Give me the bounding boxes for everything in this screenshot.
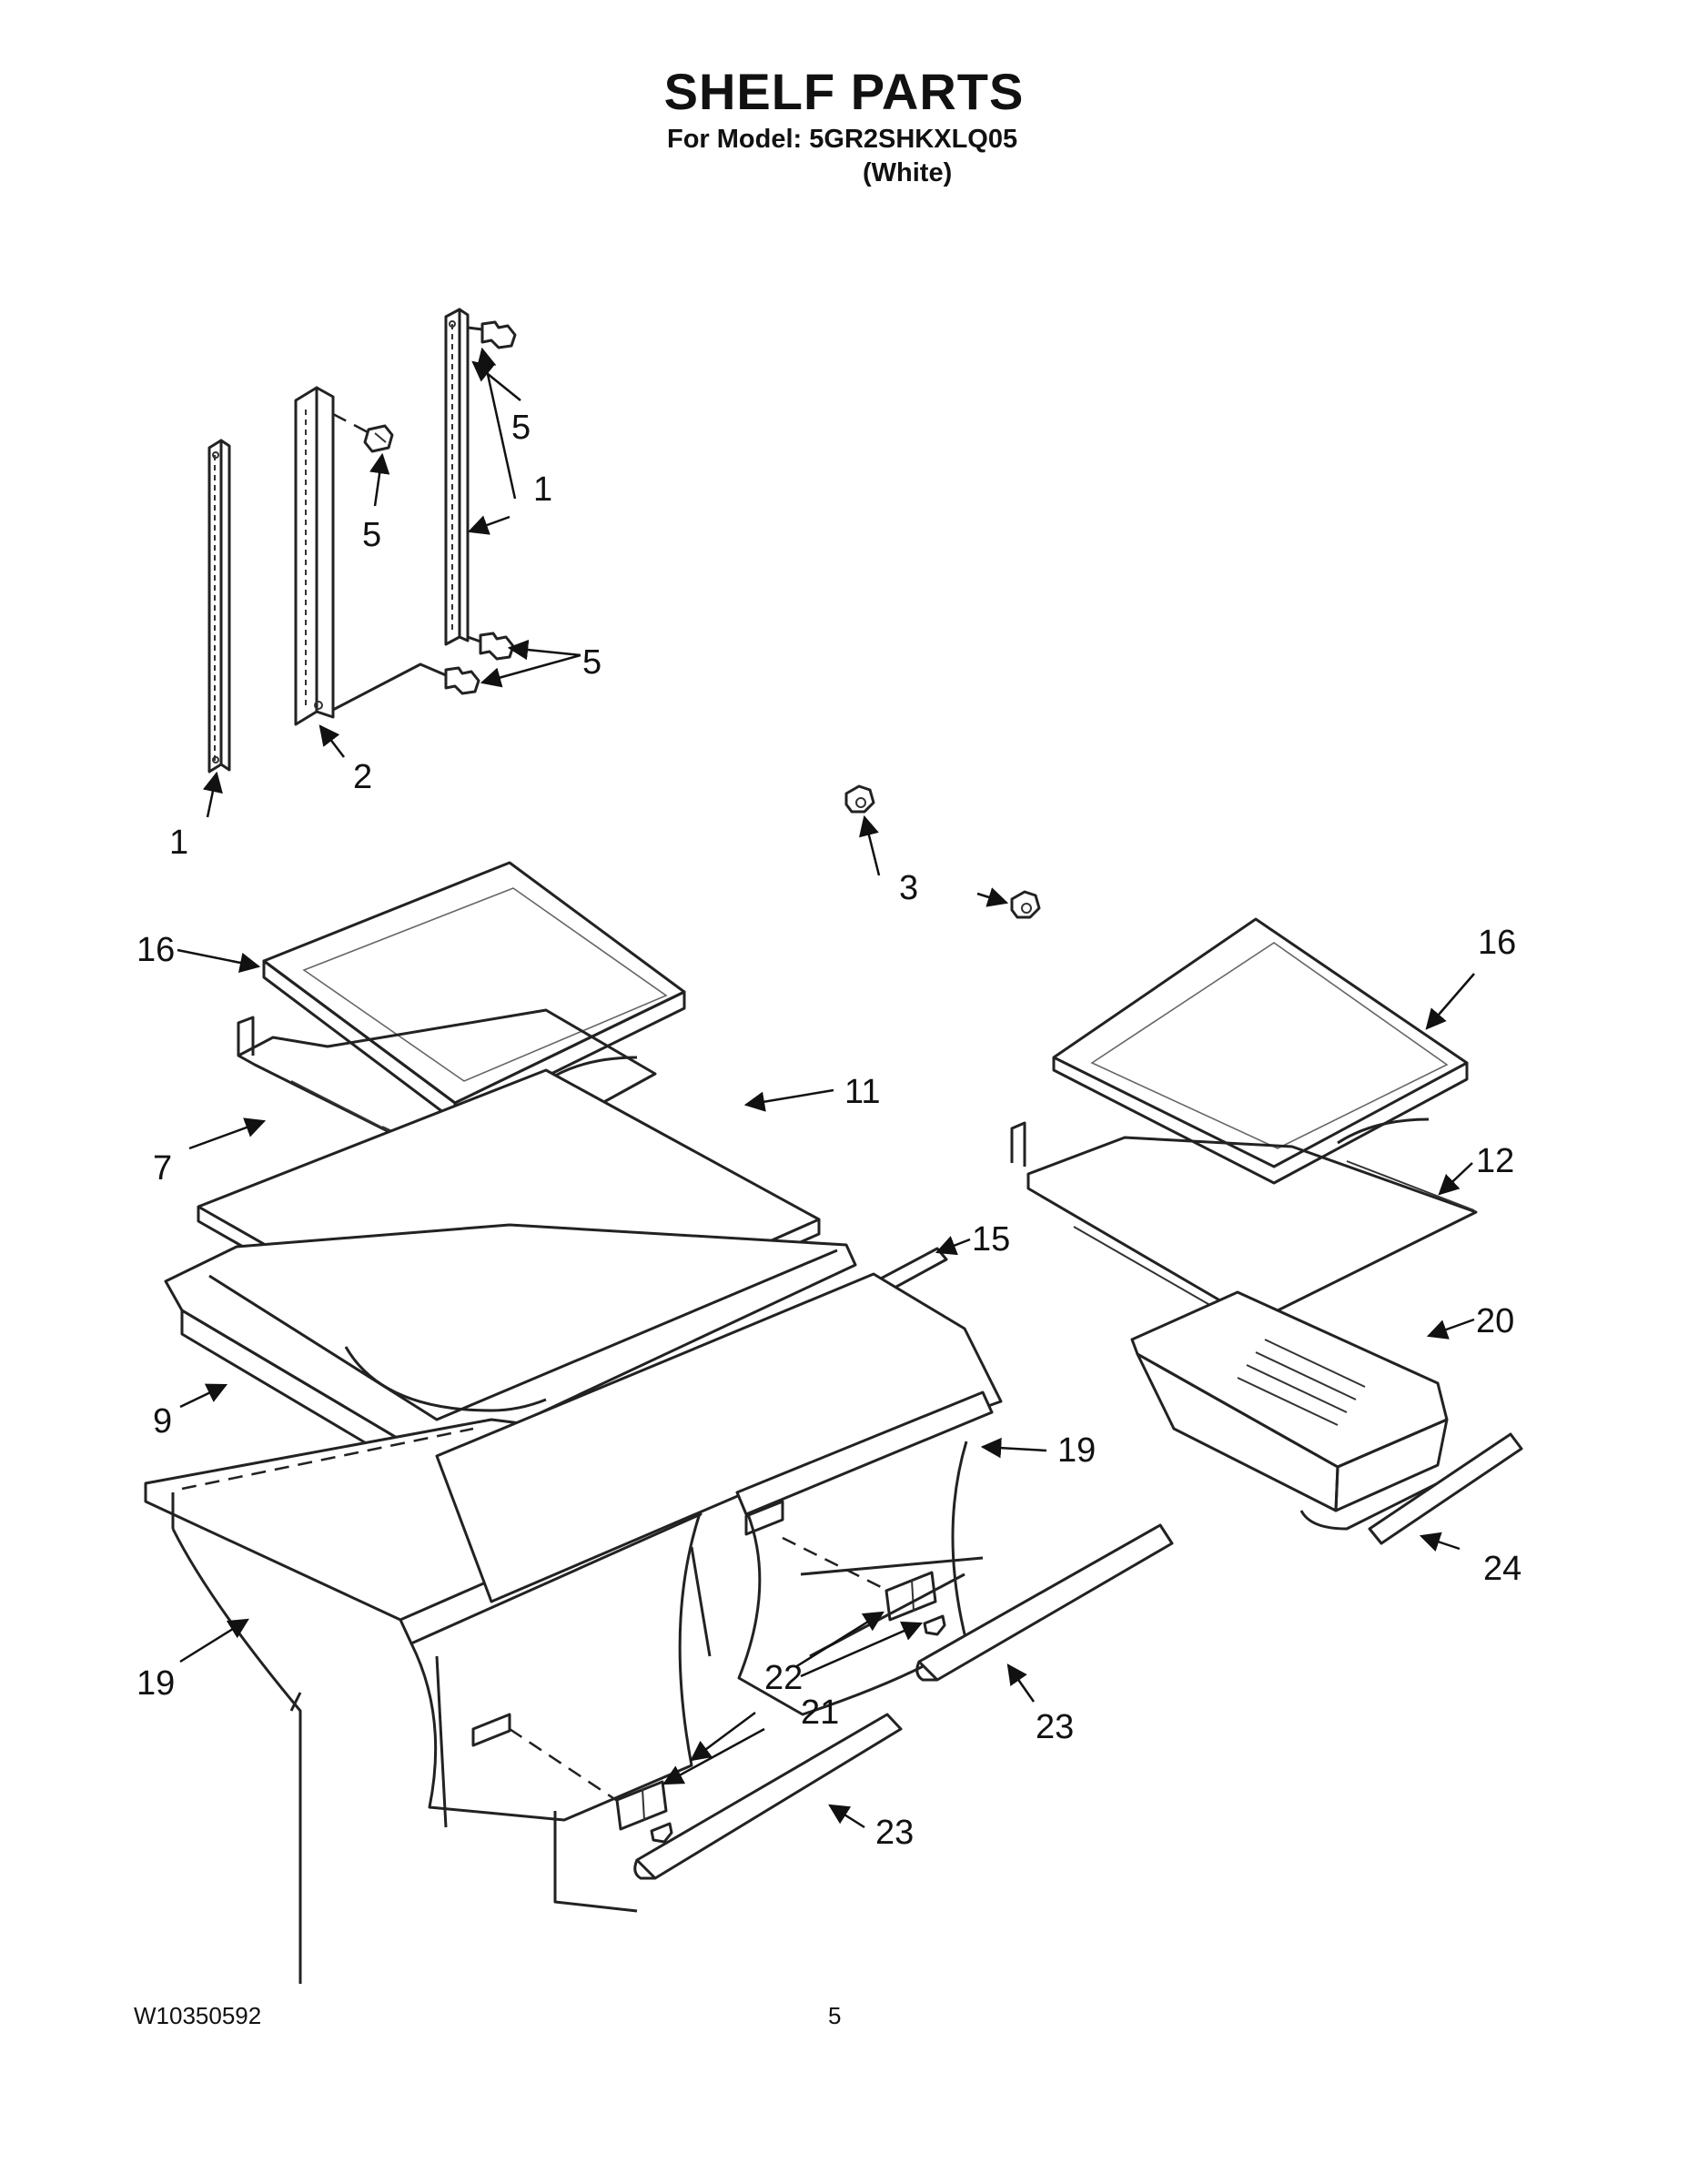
callout-22: 22 bbox=[764, 1659, 803, 1697]
shelf-frame-right bbox=[1010, 1121, 1478, 1323]
deli-drawer-trim bbox=[1368, 1432, 1523, 1545]
callout-16: 16 bbox=[136, 931, 175, 969]
drawer-slide-left bbox=[615, 1780, 668, 1831]
screw bbox=[467, 632, 515, 661]
callout-9: 9 bbox=[153, 1402, 172, 1441]
callout-2: 2 bbox=[353, 758, 372, 796]
drawer-trim-lower bbox=[633, 1713, 903, 1880]
model-color: (White) bbox=[863, 158, 953, 187]
drawer-clip-left bbox=[650, 1822, 673, 1844]
shelf-stop bbox=[844, 784, 875, 814]
document-number: W10350592 bbox=[134, 2002, 262, 2029]
callout-11: 11 bbox=[844, 1073, 880, 1111]
shelf-support-rail-right bbox=[444, 308, 470, 646]
drawer-clip-right bbox=[923, 1614, 946, 1636]
callout-24: 24 bbox=[1483, 1550, 1521, 1588]
shelf-stop bbox=[1010, 890, 1041, 919]
callout-19: 19 bbox=[136, 1664, 175, 1703]
callout-1: 1 bbox=[533, 470, 552, 509]
callout-7: 7 bbox=[153, 1149, 172, 1188]
crisper-drawer-right bbox=[435, 1272, 1003, 1716]
callout-5: 5 bbox=[511, 409, 531, 447]
screw bbox=[467, 320, 517, 349]
callout-20: 20 bbox=[1476, 1302, 1514, 1340]
crisper-cover-frame bbox=[164, 1223, 857, 1487]
callout-1: 1 bbox=[169, 824, 188, 862]
callout-23: 23 bbox=[1036, 1708, 1074, 1746]
lower-frame-outline bbox=[553, 1556, 984, 1913]
callout-15: 15 bbox=[972, 1220, 1010, 1259]
drawer-trim-upper bbox=[915, 1523, 1174, 1682]
callout-19: 19 bbox=[1057, 1431, 1096, 1470]
glass-shelf-right bbox=[1052, 917, 1469, 1185]
deli-drawer-grille bbox=[1237, 1339, 1366, 1426]
model-number: For Model: 5GR2SHKXLQ05 bbox=[667, 125, 1018, 154]
shelf-support-rail-left bbox=[207, 439, 231, 774]
callout-5: 5 bbox=[362, 516, 381, 554]
page-number: 5 bbox=[828, 2002, 842, 2029]
callout-21: 21 bbox=[801, 1694, 839, 1732]
page-title: SHELF PARTS bbox=[663, 63, 1025, 120]
callout-3: 3 bbox=[899, 869, 918, 907]
deli-drawer bbox=[1130, 1290, 1449, 1531]
shelf-support-rail-center bbox=[294, 386, 335, 726]
callout-23: 23 bbox=[875, 1814, 914, 1852]
callout-16: 16 bbox=[1478, 924, 1516, 962]
screw bbox=[332, 662, 480, 712]
callout-12: 12 bbox=[1476, 1142, 1514, 1180]
callout-5: 5 bbox=[582, 643, 601, 682]
glass-shelf-left bbox=[262, 861, 686, 1123]
screw bbox=[332, 412, 394, 453]
